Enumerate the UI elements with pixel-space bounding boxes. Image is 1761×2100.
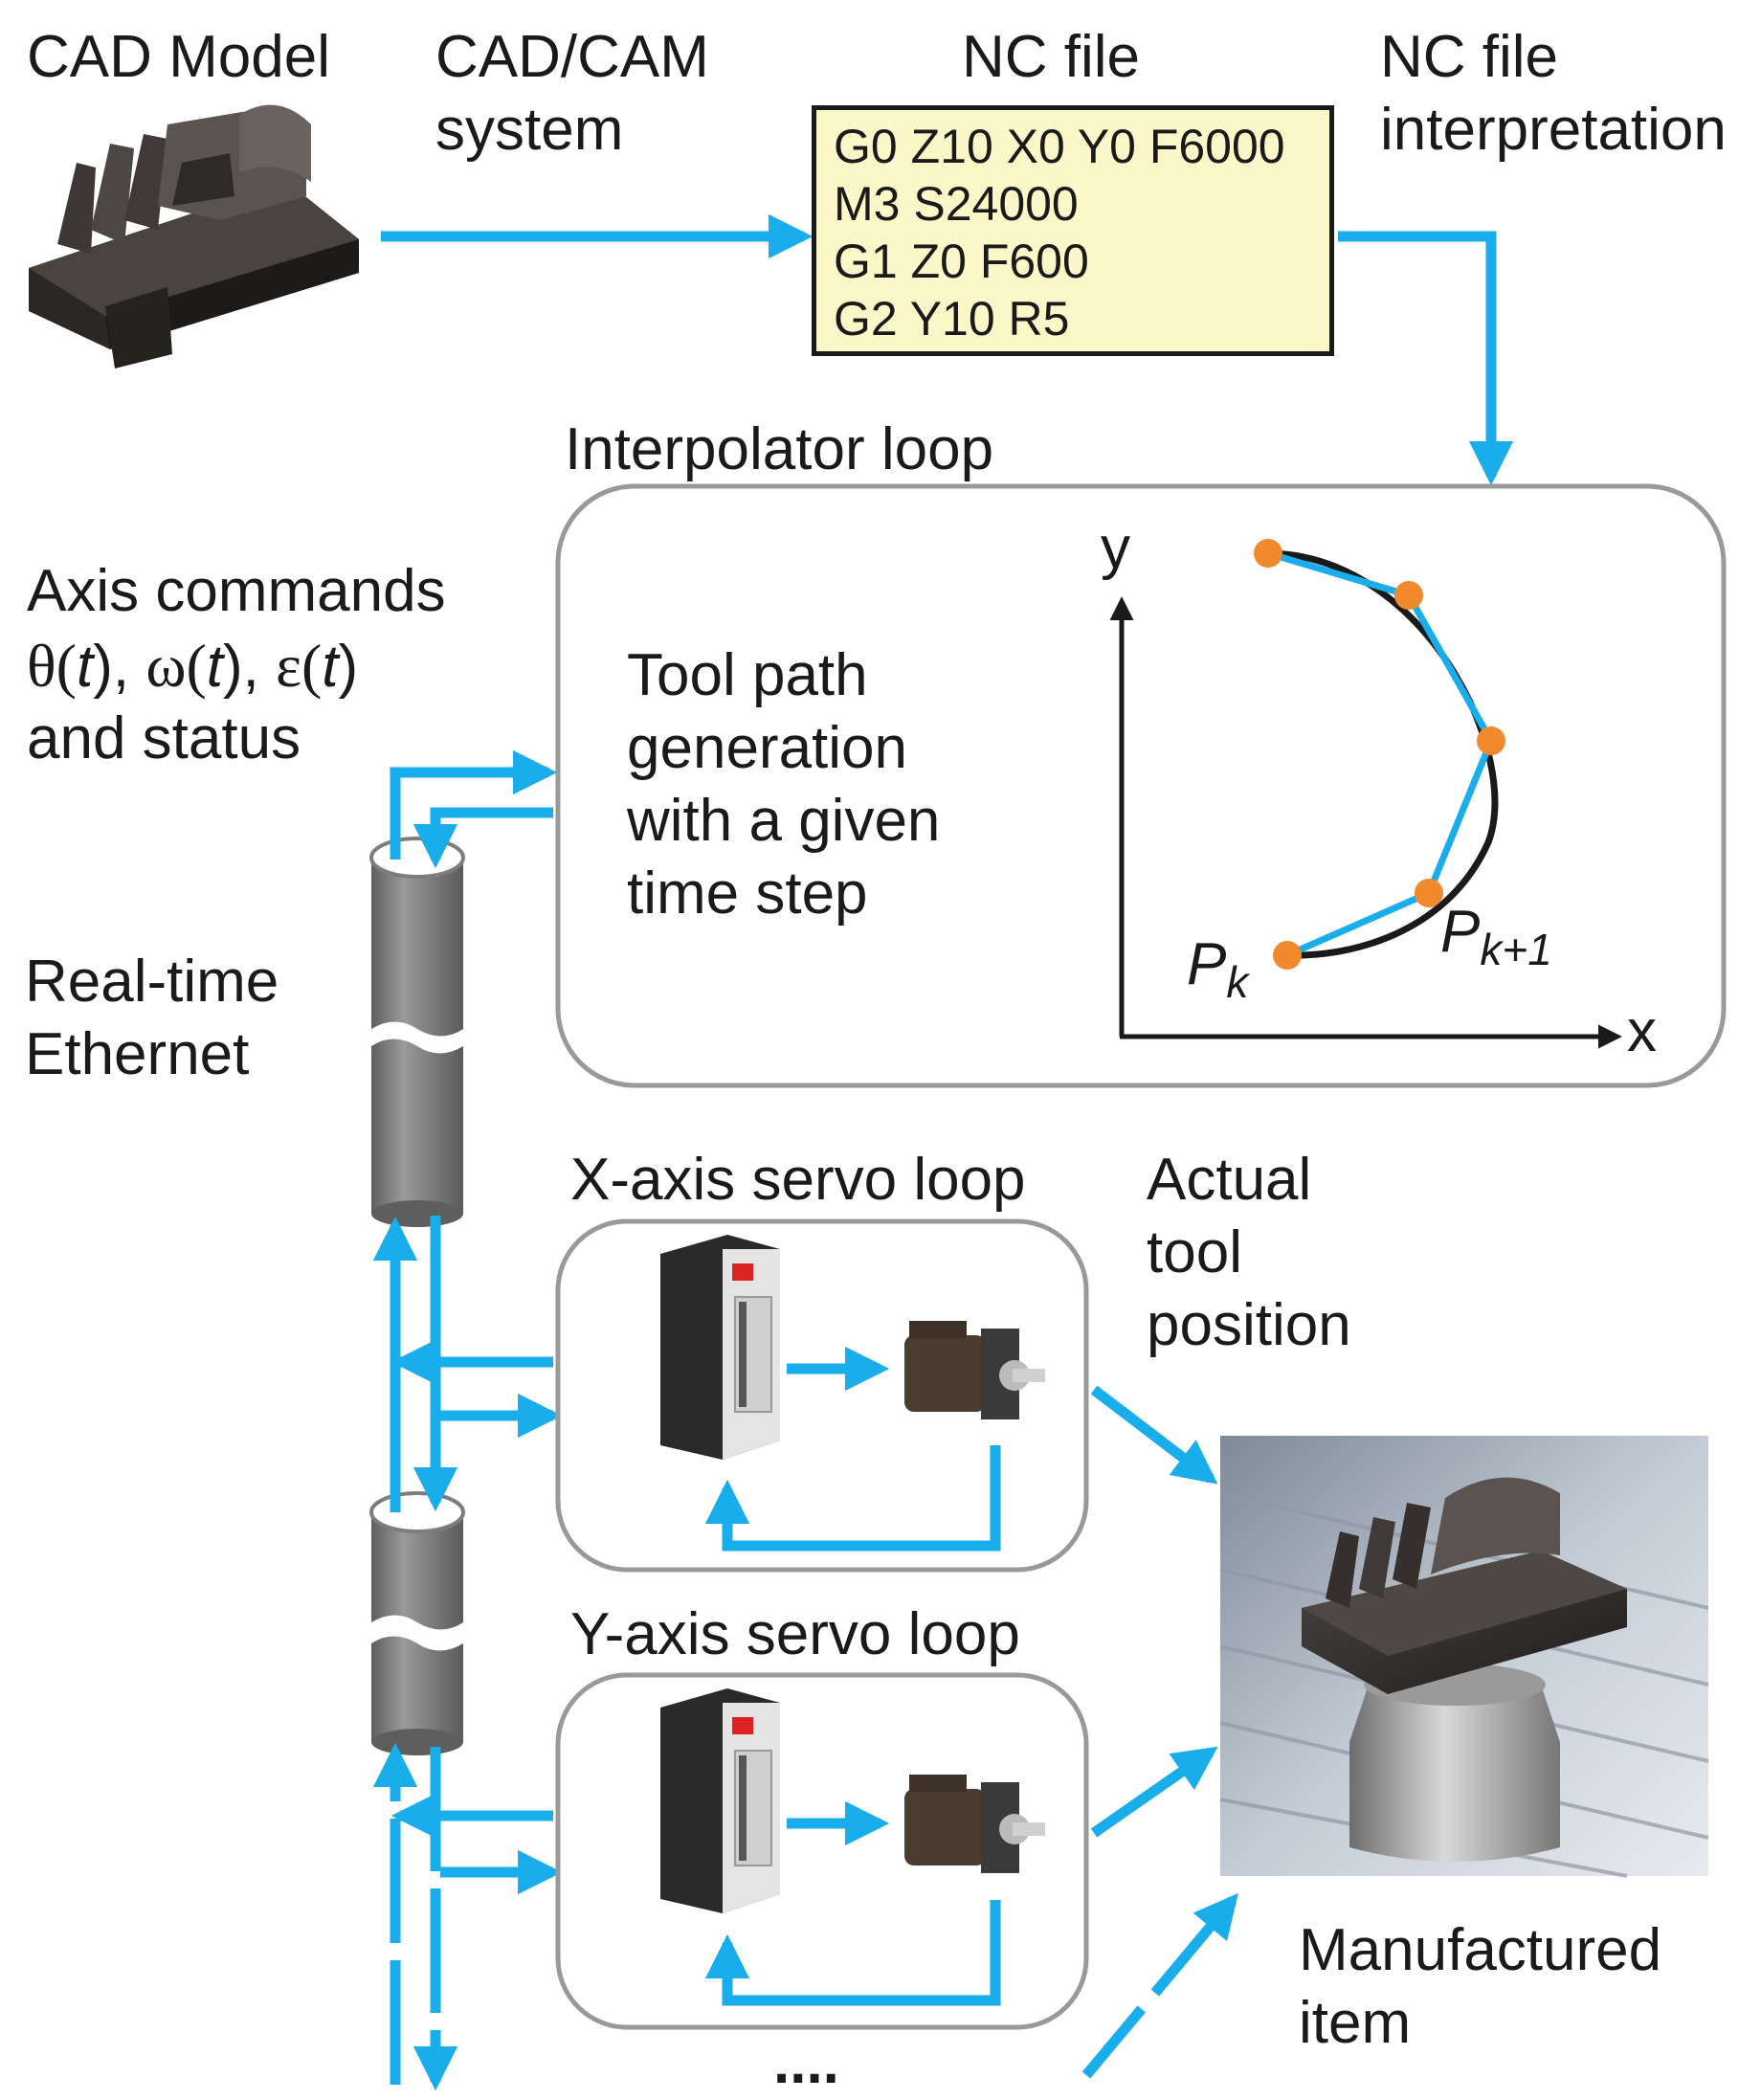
y-servo-motor-image: [904, 1775, 1045, 1873]
arrow-more-axes-to-item: [1081, 1892, 1238, 2079]
actual-tool-position-line1: Actual: [1147, 1147, 1312, 1213]
x-servo-motor-image: [904, 1321, 1045, 1419]
arrow-y-motor-feedback: [704, 1900, 1001, 2006]
interpolation-point: [1254, 539, 1282, 568]
manufactured-item-line2: item: [1299, 1990, 1412, 2056]
arrow-x-motor-feedback: [704, 1445, 1001, 1552]
axis-commands-symbols: θ(t), ω(t), ε(t): [27, 632, 359, 700]
manufactured-item-line1: Manufactured: [1299, 1917, 1662, 1983]
nc-code-line: G1 Z0 F600: [834, 235, 1089, 288]
point-pk1-label: Pk+1: [1440, 899, 1552, 974]
nc-code-line: M3 S24000: [834, 177, 1079, 231]
axis-commands-label: Axis commands: [27, 558, 446, 624]
actual-tool-position-line2: tool: [1147, 1219, 1242, 1285]
x-axis-label: x: [1627, 998, 1657, 1064]
nc-code-line: G2 Y10 R5: [834, 292, 1070, 346]
interpolation-point: [1394, 581, 1423, 610]
tool-path-line4: time step: [627, 860, 868, 927]
cad-model-label: CAD Model: [27, 24, 330, 90]
nc-code-line: G0 Z10 X0 Y0 F6000: [834, 120, 1285, 173]
cad-model-image: [29, 104, 359, 369]
nc-file-interpretation-line2: interpretation: [1380, 97, 1727, 163]
tool-path-line3: with a given: [627, 788, 941, 854]
nc-file-interpretation-line1: NC file: [1380, 24, 1559, 90]
nc-file-label: NC file: [962, 24, 1141, 90]
x-servo-drive-image: [660, 1235, 780, 1460]
more-axes-ellipsis: ....: [773, 2030, 839, 2096]
ethernet-cable-upper: [369, 837, 465, 1227]
interpolation-point: [1415, 879, 1443, 907]
arrow-y-loop-to-item: [1090, 1746, 1218, 1838]
cad-cam-system-label-line1: CAD/CAM: [435, 24, 709, 90]
tool-path-line1: Tool path: [627, 642, 868, 708]
point-pk-label: Pk: [1187, 931, 1249, 1007]
tool-path-curve: [1267, 549, 1499, 959]
and-status-label: and status: [27, 705, 301, 771]
ethernet-cable-lower: [369, 1491, 465, 1755]
arrow-ethernet-to-interpolator: [390, 749, 558, 860]
x-axis-servo-loop-label: X-axis servo loop: [570, 1147, 1026, 1213]
tool-path-line2: generation: [627, 715, 908, 781]
interpolation-point: [1477, 726, 1505, 755]
cad-cam-system-label-line2: system: [435, 97, 624, 163]
y-axis-servo-loop-label: Y-axis servo loop: [570, 1601, 1020, 1667]
y-servo-drive-image: [660, 1688, 780, 1913]
interpolation-point: [1273, 941, 1302, 970]
interpolator-loop-label: Interpolator loop: [565, 416, 994, 482]
real-time-ethernet-line1: Real-time: [25, 949, 279, 1015]
real-time-ethernet-line2: Ethernet: [25, 1021, 250, 1087]
arrow-nc-to-interpolator: [1338, 231, 1514, 486]
manufactured-item-photo: [1219, 1436, 1709, 1878]
arrow-x-loop-to-item: [1090, 1385, 1218, 1485]
nc-file-code-box: G0 Z10 X0 Y0 F6000 M3 S24000 G1 Z0 F600 …: [812, 105, 1334, 356]
arrow-interpolator-to-ethernet: [412, 807, 553, 869]
actual-tool-position-line3: position: [1147, 1292, 1351, 1358]
tool-path-plot: [1109, 539, 1622, 1049]
y-axis-label: y: [1101, 515, 1130, 581]
